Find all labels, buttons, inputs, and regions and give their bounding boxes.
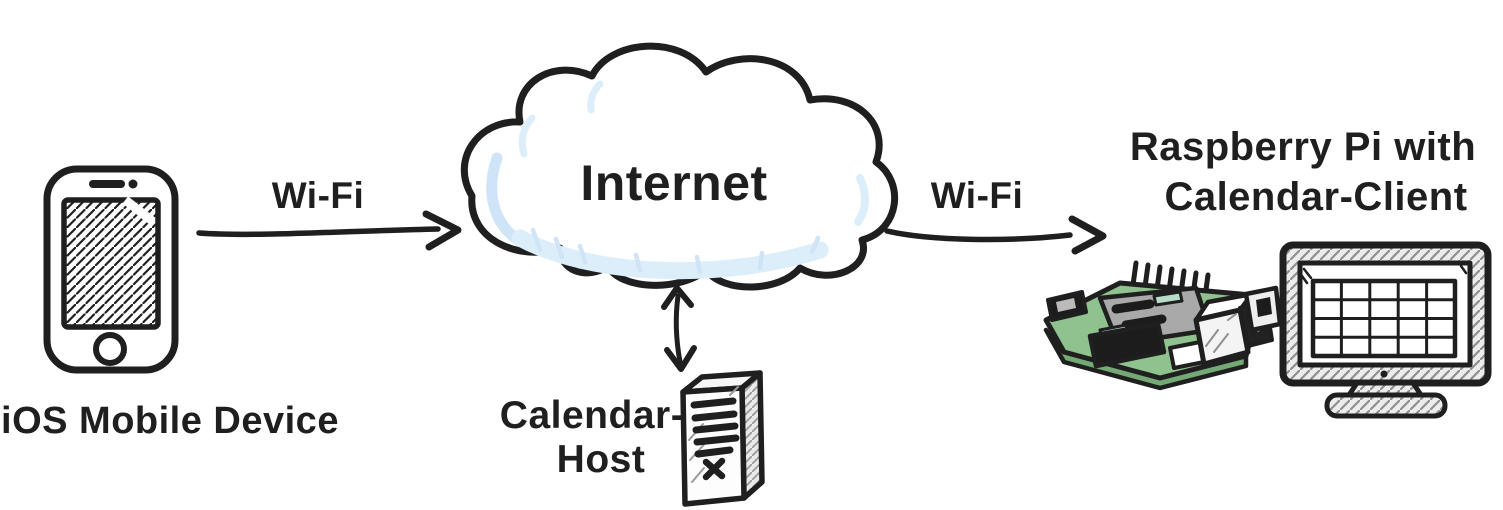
arrow-head-down-icon xyxy=(664,345,697,372)
server-icon xyxy=(680,370,765,507)
edge-mobile-internet: Wi-Fi xyxy=(196,175,462,251)
cloud-shade-upperleft xyxy=(518,80,604,158)
server-x-mark-icon xyxy=(702,457,726,481)
phone-home-button xyxy=(93,332,127,366)
monitor-calendar-icon xyxy=(1279,241,1492,419)
calendar-host-node: Calendar- Host xyxy=(500,370,765,507)
cloud-shade-right xyxy=(854,174,869,226)
black-connector xyxy=(1087,321,1167,369)
arrow-head-icon xyxy=(422,210,462,251)
screen-glare xyxy=(122,196,155,225)
mobile-device-node: iOS Mobile Device xyxy=(1,165,339,442)
internet-label: Internet xyxy=(580,155,767,211)
usb-port-shading xyxy=(1205,313,1237,353)
monitor-power-dot xyxy=(1380,370,1388,378)
arrow-shaft xyxy=(196,226,441,238)
edge-label-wifi-right: Wi-Fi xyxy=(931,175,1024,216)
mint-pad-1 xyxy=(1152,290,1184,307)
cloud-shade-left xyxy=(486,152,524,246)
raspberry-pi-label-line1: Raspberry Pi with xyxy=(1130,125,1476,169)
internet-node: Internet xyxy=(460,42,899,291)
raspberry-pi-label-line2: Calendar-Client xyxy=(1164,175,1467,219)
cloud-icon xyxy=(460,42,899,291)
arrow-head-icon xyxy=(1068,215,1107,255)
left-port-slot xyxy=(1056,298,1076,312)
screen-sparkle-marks xyxy=(1300,264,1468,285)
usb-port-front xyxy=(1193,307,1251,367)
edge-label-wifi-left: Wi-Fi xyxy=(272,175,365,216)
calendar-host-label-line2: Host xyxy=(557,438,646,481)
cloud-shade-ticks xyxy=(530,227,821,275)
mobile-device-label: iOS Mobile Device xyxy=(1,400,339,442)
ethernet-port-hole xyxy=(1256,297,1272,317)
monitor-screen xyxy=(1297,260,1473,368)
cloud-shade-bottom xyxy=(511,229,829,280)
monitor-stand-base xyxy=(1324,392,1448,419)
calendar-host-label-line1: Calendar- xyxy=(500,394,684,437)
phone-camera-dot xyxy=(128,179,138,189)
calendar-grid xyxy=(1310,278,1458,359)
raspberry-pi-node: Raspberry Pi with Calendar-Client xyxy=(1043,125,1492,419)
edge-internet-host xyxy=(661,285,697,372)
raspberry-pi-board-icon xyxy=(1043,260,1283,391)
arrow-shaft xyxy=(673,293,683,365)
edge-internet-client: Wi-Fi xyxy=(884,175,1107,255)
server-vents xyxy=(690,397,740,458)
arrow-shaft xyxy=(884,228,1073,243)
arrow-head-up-icon xyxy=(661,285,694,310)
chip-slots xyxy=(1111,299,1167,330)
smartphone-icon xyxy=(43,165,179,374)
